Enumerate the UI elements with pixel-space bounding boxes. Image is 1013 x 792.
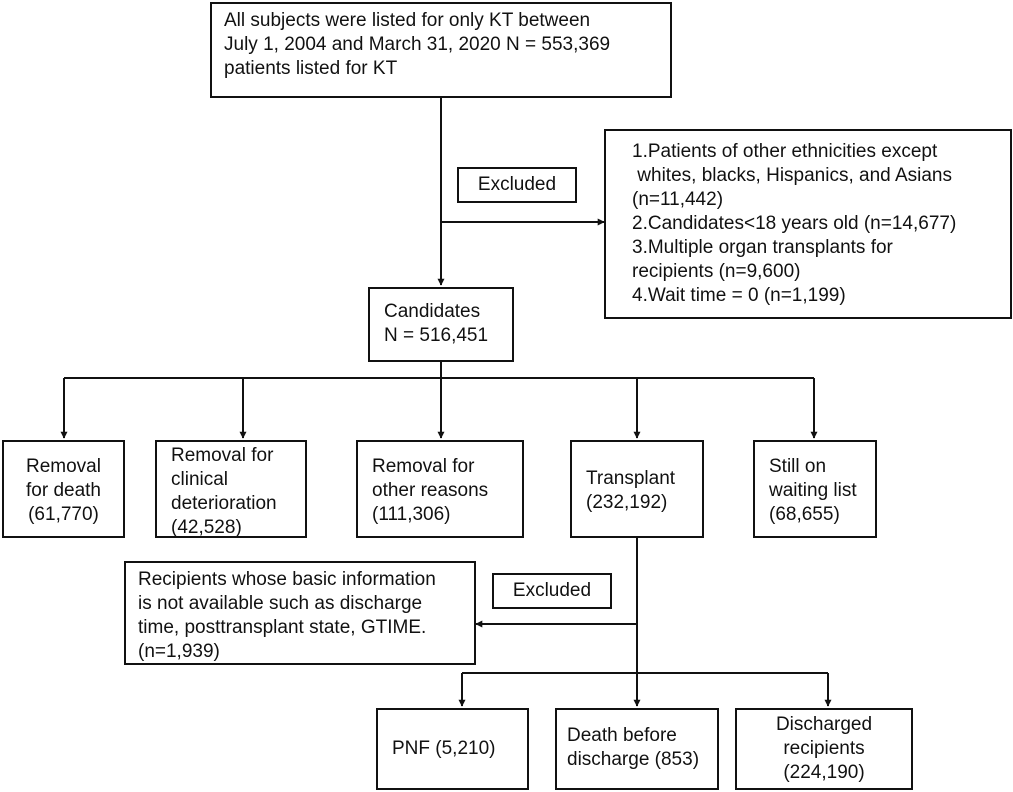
candidates-box: Candidates N = 516,451 — [368, 287, 514, 362]
all-subjects-box: All subjects were listed for only KT bet… — [210, 2, 672, 98]
discharged-box: Discharged recipients (224,190) — [735, 708, 913, 790]
removal-other-box: Removal for other reasons (111,306) — [356, 440, 524, 538]
death-before-discharge-box: Death before discharge (853) — [555, 708, 719, 790]
pnf-box: PNF (5,210) — [376, 708, 529, 790]
excluded-label-1: Excluded — [457, 167, 577, 203]
recipients-excluded-box: Recipients whose basic information is no… — [124, 561, 476, 665]
transplant-box: Transplant (232,192) — [570, 440, 704, 538]
removal-death-box: Removal for death (61,770) — [2, 440, 125, 538]
removal-clinical-box: Removal for clinical deterioration (42,5… — [155, 440, 307, 538]
excluded-label-2: Excluded — [492, 573, 612, 609]
still-waiting-box: Still on waiting list (68,655) — [753, 440, 877, 538]
exclusion-criteria-box: 1.Patients of other ethnicities except w… — [604, 129, 1012, 319]
